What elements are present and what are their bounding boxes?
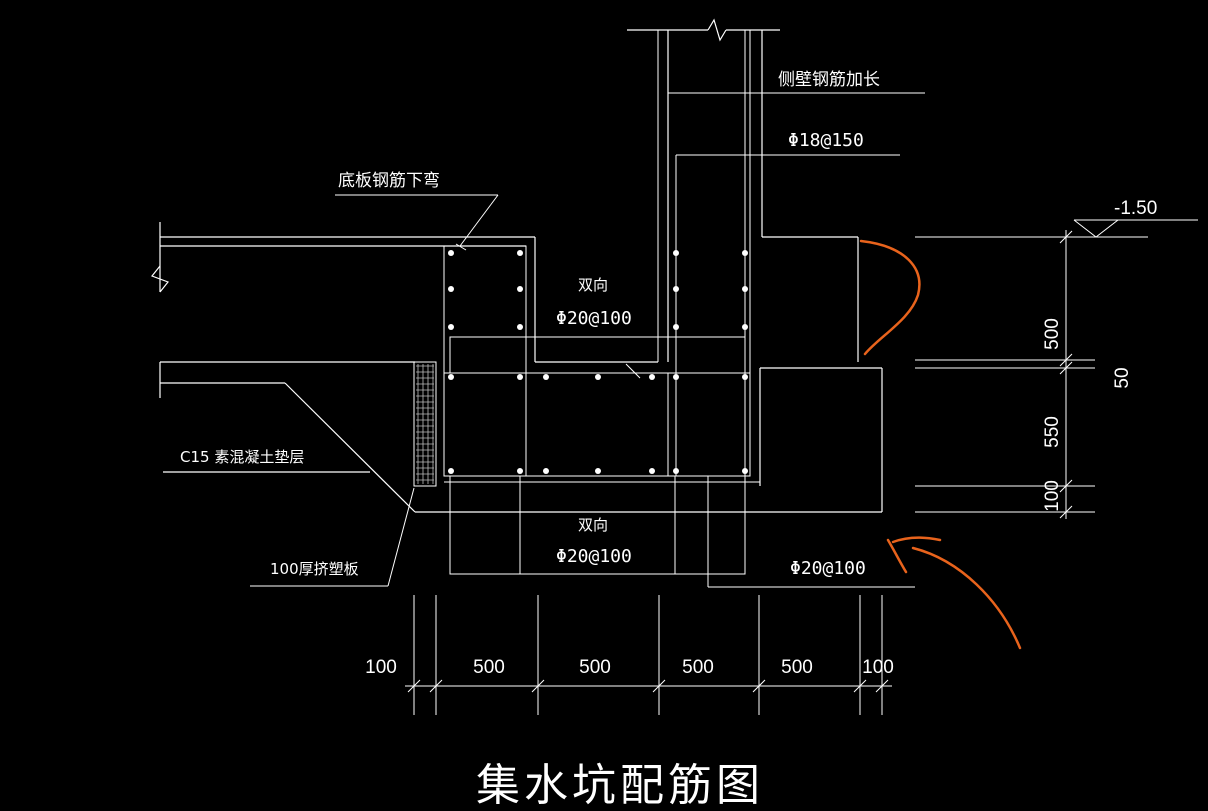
drawing-title: 集水坑配筋图 <box>476 760 764 811</box>
rebar-dots <box>448 250 748 474</box>
elevation-label: -1.50 <box>1114 198 1157 219</box>
upper-two-way-label: 双向 <box>578 276 608 294</box>
dim-horizontal-500-4: 500 <box>781 657 813 678</box>
dim-horizontal-100-right: 100 <box>862 657 894 678</box>
dim-horizontal-500-3: 500 <box>682 657 714 678</box>
cushion-note: C15 素混凝土垫层 <box>180 448 304 466</box>
bottom-rebar-label: Φ20@100 <box>790 558 866 579</box>
slab-outline <box>151 222 658 513</box>
side-wall-extend-note: 侧壁钢筋加长 <box>778 70 880 90</box>
lower-two-way-label: 双向 <box>578 516 608 534</box>
vertical-dimension-lines <box>915 219 1198 519</box>
wall-rebar-label: Φ18@150 <box>788 130 864 151</box>
leader-lines <box>250 194 499 587</box>
horizontal-dimension-lines <box>405 595 892 715</box>
dim-horizontal-100-left: 100 <box>365 657 397 678</box>
insulation-board-note: 100厚挤塑板 <box>270 560 359 578</box>
wall-outline <box>415 18 883 513</box>
dim-vertical-550: 550 <box>1042 416 1063 448</box>
dim-vertical-500: 500 <box>1042 318 1063 350</box>
orange-markup <box>859 239 1022 650</box>
lower-rebar-label: Φ20@100 <box>556 546 632 567</box>
pit-rebar-cage <box>443 245 915 588</box>
dim-vertical-50: 50 <box>1112 367 1133 388</box>
insulation-board <box>413 361 437 487</box>
wall-rebars <box>657 30 925 476</box>
dim-horizontal-500-2: 500 <box>579 657 611 678</box>
dim-vertical-100: 100 <box>1042 480 1063 512</box>
dim-horizontal-500-1: 500 <box>473 657 505 678</box>
slab-bend-note: 底板钢筋下弯 <box>338 171 440 191</box>
upper-rebar-label: Φ20@100 <box>556 308 632 329</box>
